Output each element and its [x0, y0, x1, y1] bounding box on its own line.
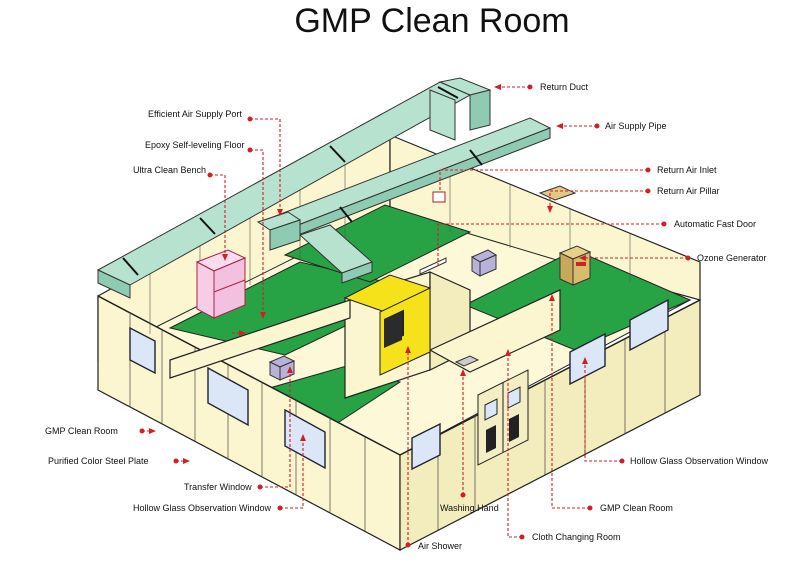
air-shower-unit [343, 274, 432, 376]
label-ozone-generator: Ozone Generator [697, 253, 767, 263]
observation-window-1 [129, 326, 156, 375]
label-epoxy-floor: Epoxy Self-leveling Floor [145, 140, 245, 150]
duct-system [96, 77, 552, 299]
label-transfer-window: Transfer Window [184, 482, 252, 492]
leader-lines [139, 84, 691, 548]
ultra-clean-bench-unit [195, 249, 247, 319]
label-washing-hand: Washing Hand [440, 503, 499, 513]
sink-unit [454, 355, 480, 367]
ozone-generator-unit [558, 245, 592, 286]
observation-window-2 [207, 366, 249, 427]
label-automatic-fast-door: Automatic Fast Door [674, 219, 756, 229]
label-return-duct: Return Duct [540, 82, 589, 92]
label-efficient-air-supply-port: Efficient Air Supply Port [148, 109, 242, 119]
observation-window-5 [569, 332, 606, 386]
observation-window-4 [411, 422, 441, 471]
label-hollow-glass-window-left: Hollow Glass Observation Window [133, 503, 272, 513]
return-air-inlet-grille [432, 191, 446, 203]
label-purified-color-steel-plate: Purified Color Steel Plate [48, 456, 149, 466]
partition-left [169, 299, 351, 379]
label-air-supply-pipe: Air Supply Pipe [605, 121, 667, 131]
label-gmp-clean-room-left: GMP Clean Room [45, 426, 118, 436]
partition-right [428, 289, 561, 373]
return-air-pillar-unit [538, 185, 577, 201]
label-return-air-inlet: Return Air Inlet [657, 165, 717, 175]
label-ultra-clean-bench: Ultra Clean Bench [133, 165, 206, 175]
room-structure [97, 133, 701, 551]
label-hollow-glass-window-right: Hollow Glass Observation Window [630, 456, 769, 466]
observation-window-6 [629, 298, 669, 352]
labels: Return Duct Air Supply Pipe Efficient Ai… [45, 82, 769, 551]
label-gmp-clean-room-right: GMP Clean Room [600, 503, 673, 513]
label-air-shower: Air Shower [418, 541, 462, 551]
diagram-title: GMP Clean Room [294, 2, 569, 40]
label-return-air-pillar: Return Air Pillar [657, 186, 720, 196]
label-cloth-changing-room: Cloth Changing Room [532, 532, 621, 542]
